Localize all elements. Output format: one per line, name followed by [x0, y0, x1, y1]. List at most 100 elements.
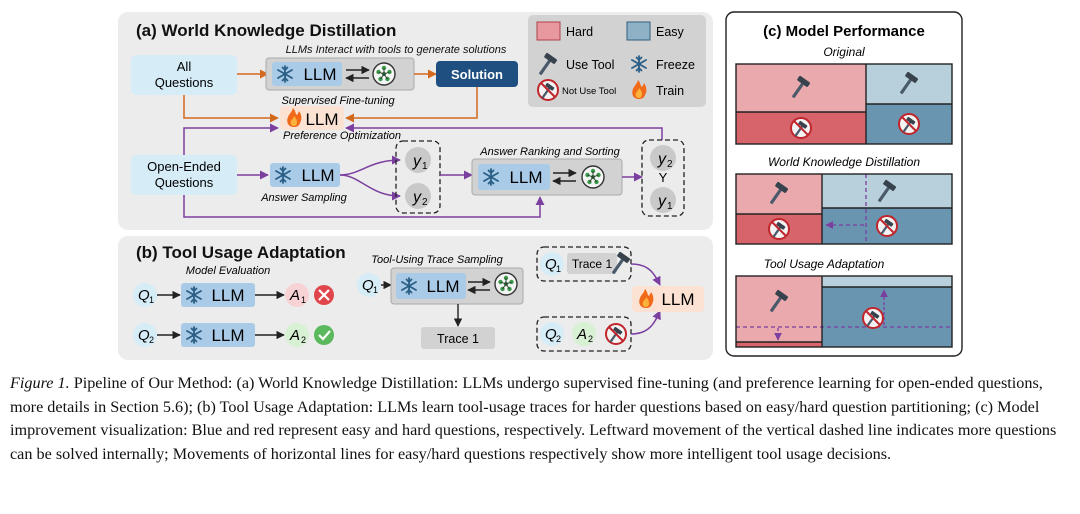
arrow-notool-to-train	[630, 310, 661, 335]
a1-sub: 1	[301, 295, 306, 305]
arrow-questions-to-train	[183, 95, 279, 123]
hard-notool-area	[736, 342, 822, 347]
q1-input-bubble	[540, 252, 564, 276]
tua-train-llm-label: LLM	[661, 290, 694, 309]
panel-c: (c) Model Performance Original World Kno…	[725, 11, 963, 357]
answer-y1-sub: 1	[422, 161, 428, 172]
sampled-answers-box	[395, 140, 441, 214]
answer-sampling-label: Answer Sampling	[260, 192, 347, 204]
arrow-sample-y1	[339, 155, 401, 176]
ranking-label: Answer Ranking and Sorting	[479, 146, 620, 158]
q2-bubble	[133, 323, 157, 347]
ranked-y1-sub: 1	[667, 201, 673, 212]
q2-input-base: Q	[545, 326, 557, 343]
q2-input-sub: 2	[556, 334, 561, 344]
not-use-tool-icon	[863, 308, 883, 328]
solution-box	[436, 61, 518, 87]
train-llm-label: LLM	[305, 110, 338, 129]
a1-bubble	[285, 283, 309, 307]
legend-train-label: Train	[656, 84, 684, 98]
arrow-open-to-ranking	[183, 195, 545, 218]
tua-grid	[735, 275, 953, 348]
q1-trace-bubble	[357, 273, 381, 297]
trace1-input-box	[567, 253, 617, 274]
open-ended-line2: Questions	[155, 175, 214, 190]
ranked-y2-bubble	[650, 145, 676, 171]
eval-llm-box-1	[181, 283, 255, 307]
hard-tool-area	[736, 276, 822, 342]
legend-freeze-label: Freeze	[656, 58, 695, 72]
a2-input-bubble	[572, 322, 596, 346]
legend-not-use-tool-label: Not Use Tool	[562, 86, 616, 97]
arrow-ranked-to-train	[345, 123, 663, 140]
all-questions-line1: All	[177, 59, 192, 74]
ranked-y2-base: y	[657, 151, 667, 168]
q2-input-bubble	[540, 322, 564, 346]
model-eval-label: Model Evaluation	[186, 265, 270, 277]
trace1-box	[421, 327, 495, 349]
wkd-grid	[735, 173, 953, 245]
solution-label: Solution	[451, 67, 503, 82]
panel-b: (b) Tool Usage Adaptation Model Evaluati…	[118, 236, 713, 360]
figure-label: Figure 1.	[10, 374, 70, 392]
llm-label-top: LLM	[303, 65, 336, 84]
q2-sub: 2	[149, 335, 154, 345]
a2-input-base: A	[576, 326, 587, 343]
open-ended-line1: Open-Ended	[147, 159, 221, 174]
llm-box-sampling	[270, 163, 340, 187]
legend-use-tool-label: Use Tool	[566, 58, 614, 72]
a2-base: A	[289, 327, 300, 344]
original-grid	[735, 63, 953, 145]
q1-base: Q	[138, 287, 150, 304]
wrong-icon-cross	[318, 289, 330, 301]
eval-llm-box-2	[181, 323, 255, 347]
succ-symbol: Y	[659, 170, 668, 185]
not-use-tool-icon	[606, 324, 626, 344]
not-use-tool-icon	[877, 216, 897, 236]
arrow-sample-y2	[339, 174, 401, 201]
legend-background	[528, 15, 706, 107]
sft-label: Supervised Fine-tuning	[281, 95, 395, 107]
original-label: Original	[823, 45, 865, 59]
answer-y2-sub: 2	[422, 197, 428, 208]
figure-caption: Figure 1. Pipeline of Our Method: (a) Wo…	[10, 372, 1072, 466]
trace-llm-label: LLM	[426, 277, 459, 296]
po-label: Preference Optimization	[283, 130, 401, 142]
q1-bubble	[133, 283, 157, 307]
not-use-tool-icon	[899, 114, 919, 134]
wkd-label: World Knowledge Distillation	[768, 155, 920, 169]
ranked-y1-bubble	[650, 187, 676, 213]
legend-easy-label: Easy	[656, 25, 685, 39]
legend-hard-label: Hard	[566, 25, 593, 39]
correct-icon	[314, 325, 334, 345]
not-use-tool-icon	[791, 118, 811, 138]
a2-input-sub: 2	[588, 334, 593, 344]
trace-llm-box	[396, 273, 466, 299]
ranked-y2-sub: 2	[667, 159, 673, 170]
interact-note: LLMs Interact with tools to generate sol…	[286, 44, 507, 56]
ai-tool-icon	[581, 165, 605, 189]
eval-llm-label-2: LLM	[211, 326, 244, 345]
ranked-y1-base: y	[657, 193, 667, 210]
correct-icon-check	[318, 330, 331, 341]
all-questions-box	[131, 55, 237, 95]
ai-tool-icon	[372, 62, 396, 86]
legend-easy-swatch	[626, 21, 651, 41]
easy-notool-area	[822, 287, 952, 347]
wkd-frame	[735, 173, 953, 245]
answer-y1-bubble	[405, 147, 431, 173]
tua-frame	[735, 275, 953, 348]
llm-label-ranking: LLM	[509, 168, 542, 187]
panel-a-title: (a) World Knowledge Distillation	[136, 21, 396, 40]
not-use-tool-icon	[538, 80, 558, 100]
panel-a: (a) World Knowledge Distillation LLMs In…	[118, 12, 713, 230]
trace-sampling-label: Tool-Using Trace Sampling	[371, 254, 503, 266]
llm-label-sampling: LLM	[301, 166, 334, 185]
answer-y1-base: y	[412, 153, 422, 170]
llm-box-top	[272, 62, 342, 86]
trace1-input-label: Trace 1	[572, 257, 613, 271]
caption-text: Pipeline of Our Method: (a) World Knowle…	[10, 374, 1057, 463]
answer-y2-bubble	[405, 183, 431, 209]
tua-label: Tool Usage Adaptation	[764, 257, 885, 271]
llm-box-ranking	[478, 164, 550, 190]
